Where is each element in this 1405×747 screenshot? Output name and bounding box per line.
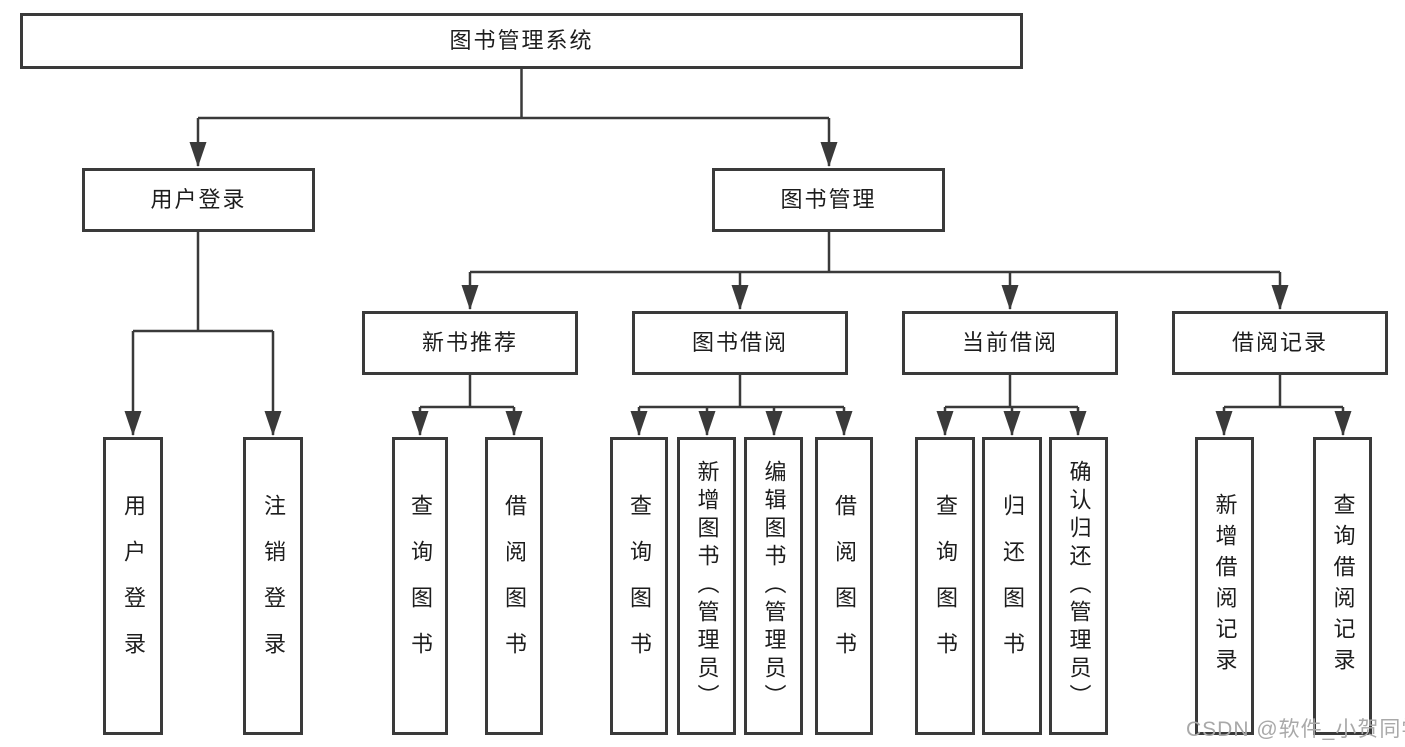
connector-management-trunk	[470, 232, 1280, 274]
node-borrow-record: 借阅记录	[1172, 311, 1388, 375]
connector-login-trunk	[133, 232, 273, 333]
leaf-logout: 注销登录	[243, 437, 303, 735]
node-book-management: 图书管理	[712, 168, 945, 232]
leaf-records-query-record: 查询借阅记录	[1313, 437, 1372, 735]
node-new-book-recommend: 新书推荐	[362, 311, 578, 375]
node-root: 图书管理系统	[20, 13, 1023, 69]
leaf-recommend-borrow-books: 借阅图书	[485, 437, 543, 735]
leaf-recommend-query-books: 查询图书	[392, 437, 448, 735]
leaf-current-query-books: 查询图书	[915, 437, 975, 735]
connector-current-trunk	[945, 375, 1078, 409]
watermark: CSDN @软件_小贺同学	[1186, 718, 1405, 741]
leaf-current-confirm-return-admin: 确认归还（管理员）	[1049, 437, 1108, 735]
leaf-borrow-edit-books-admin: 编辑图书（管理员）	[744, 437, 803, 735]
connector-root-trunk	[198, 69, 829, 120]
leaf-borrow-query-books: 查询图书	[610, 437, 668, 735]
node-current-borrow: 当前借阅	[902, 311, 1118, 375]
leaf-user-login: 用户登录	[103, 437, 163, 735]
leaf-borrow-borrow-books: 借阅图书	[815, 437, 873, 735]
node-book-borrow: 图书借阅	[632, 311, 848, 375]
connector-borrow-trunk	[639, 375, 844, 409]
leaf-current-return-books: 归还图书	[982, 437, 1042, 735]
connector-records-trunk	[1224, 375, 1343, 409]
leaf-borrow-add-books-admin: 新增图书（管理员）	[677, 437, 736, 735]
node-user-login: 用户登录	[82, 168, 315, 232]
connector-recommend-trunk	[420, 375, 514, 409]
leaf-records-add-record: 新增借阅记录	[1195, 437, 1254, 735]
